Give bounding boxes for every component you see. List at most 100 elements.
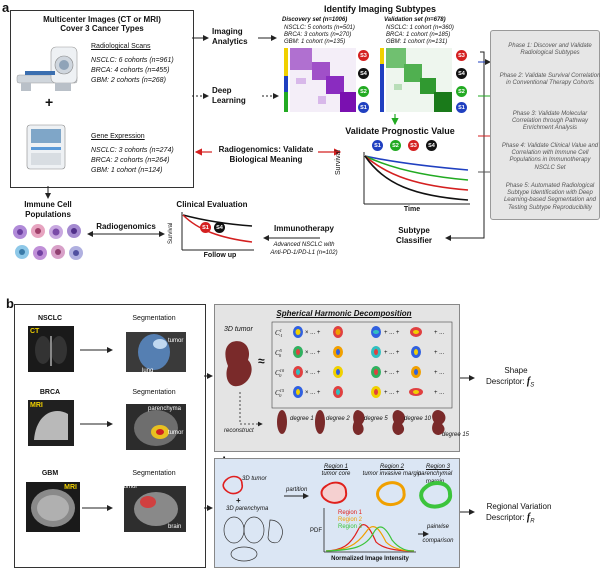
- validation-badge-s1: S1: [456, 102, 467, 113]
- validation-badge-s4: S4: [456, 68, 467, 79]
- phase-3: Phase 3: Validate Molecular Correlation …: [511, 111, 589, 132]
- phase-2: Phase 2: Validate Survival Correlation i…: [499, 73, 600, 87]
- immune-title-line2: Populations: [25, 210, 71, 219]
- row-nsclc-title: NSCLC: [37, 315, 63, 322]
- plus-sign: +: [45, 94, 54, 110]
- phase-1: Phase 1: Discover and Validate Radiologi…: [508, 43, 592, 57]
- validation-item-nsclc: NSCLC: 1 cohort (n=360): [386, 25, 454, 31]
- identify-subtypes-title: Identify Imaging Subtypes: [323, 4, 436, 14]
- imaging-analytics-label: Imaging Analytics: [212, 27, 248, 46]
- pairwise-line2: comparison: [422, 538, 454, 544]
- svg-text:C1-1: C1-1: [275, 328, 283, 338]
- discovery-badge-s2: S2: [358, 86, 369, 97]
- phases-box: Phase 1: Discover and Validate Radiologi…: [490, 30, 600, 220]
- brca-seg-title: Segmentation: [132, 389, 176, 396]
- panel-d-tumor-outline: [222, 475, 244, 495]
- svg-text:× ... +: × ... +: [305, 390, 321, 396]
- discovery-badge-s3: S3: [358, 50, 369, 61]
- gbm-label-brain: brain: [168, 524, 182, 530]
- discovery-item-brca: BRCA: 3 cohorts (n=270): [284, 32, 352, 38]
- radiogenomics-validate-line1: Radiogenomics: Validate: [218, 145, 314, 154]
- validation-badge-s3: S3: [456, 50, 467, 61]
- degree-label-5: degree 5: [364, 416, 388, 422]
- clinical-evaluation-title: Clinical Evaluation: [176, 200, 248, 209]
- discovery-item-nsclc: NSCLC: 5 cohorts (n=501): [284, 25, 355, 31]
- svg-text:× ... +: × ... +: [305, 330, 321, 336]
- svg-text:+ ...: + ...: [434, 350, 445, 356]
- immunotherapy-label: Immunotherapy: [274, 224, 335, 233]
- radiological-item-gbm: GBM: 2 cohorts (n=268): [91, 77, 166, 84]
- shape-descriptor-line1: Shape: [504, 366, 528, 375]
- shape-descriptor-prefix: Descriptor:: [486, 377, 527, 386]
- validation-title: Validation set (n=678): [384, 17, 446, 23]
- legend-region-3: Region 3: [338, 524, 363, 530]
- degree-label-15: degree 15: [442, 432, 470, 438]
- clinical-badge-s4: S4: [214, 222, 225, 233]
- svg-text:+ ... +: + ... +: [384, 370, 400, 376]
- gbm-label-tumor: tumor: [122, 484, 138, 490]
- panel-d-organ-outlines: [223, 516, 283, 562]
- radiological-heading: Radiological Scans: [91, 43, 151, 50]
- radiogenomics-validate-line2: Biological Meaning: [229, 155, 303, 164]
- validation-badge-s2: S2: [456, 86, 467, 97]
- immune-title-line1: Immune Cell: [24, 200, 72, 209]
- brca-modality: MRI: [30, 402, 43, 409]
- svg-text:× ... +: × ... +: [305, 350, 321, 356]
- gene-item-gbm: GBM: 1 cohort (n=124): [91, 167, 163, 174]
- svg-text:+ ... +: + ... +: [384, 390, 400, 396]
- survival-badge-s2: S2: [390, 140, 401, 151]
- panel-b-letter: b: [6, 296, 14, 311]
- survival-curves-plot: [363, 152, 470, 205]
- panel-a-letter: a: [2, 0, 10, 15]
- region-2-shape: [376, 481, 406, 507]
- time-axis-label: Time: [403, 206, 421, 213]
- panel-d-tumor-label: 3D tumor: [242, 476, 267, 482]
- gbm-seg-title: Segmentation: [132, 470, 176, 477]
- validate-prognostic-title: Validate Prognostic Value: [345, 126, 455, 136]
- row-gbm-title: GBM: [41, 470, 59, 477]
- panel-c-approx: ≈: [258, 354, 265, 368]
- clinical-badge-s1: S1: [200, 222, 211, 233]
- discovery-badge-s1: S1: [358, 102, 369, 113]
- discovery-badge-s4: S4: [358, 68, 369, 79]
- ct-scanner-illustration: [16, 46, 78, 91]
- shape-descriptor-subscript: S: [530, 382, 535, 389]
- nsclc-segmentation-render: [126, 332, 186, 372]
- sequencer-illustration: [26, 124, 66, 170]
- region-1-title: Region 1: [323, 464, 349, 470]
- svg-text:+ ... +: + ... +: [384, 350, 400, 356]
- region-1-subtitle: tumor core: [321, 471, 351, 477]
- gbm-segmentation-render: [124, 486, 186, 532]
- phase-5: Phase 5: Automated Radiological Subtype …: [503, 183, 597, 211]
- region-3-title: Region 3: [425, 464, 451, 470]
- svg-text:+ ...: + ...: [434, 370, 445, 376]
- input-data-box: Multicenter Images (CT or MRI) Cover 3 C…: [10, 10, 194, 188]
- brca-breast-shape: [34, 411, 68, 440]
- panel-d-plus: +: [236, 496, 241, 505]
- brca-label-parenchyma: parenchyma: [148, 406, 182, 412]
- radiological-item-brca: BRCA: 4 cohorts (n=455): [91, 67, 170, 74]
- regional-descriptor-prefix: Descriptor:: [486, 513, 527, 522]
- reconstruct-label: reconstruct: [224, 428, 254, 434]
- shape-descriptor-line2: Descriptor: fS: [486, 377, 534, 391]
- degree-label-2: degree 2: [326, 416, 350, 422]
- gene-item-nsclc: NSCLC: 3 cohorts (n=274): [91, 147, 174, 154]
- regional-descriptor-line1: Regional Variation: [486, 502, 552, 511]
- degree-label-10: degree 10: [404, 416, 432, 422]
- gbm-mri-image: MRI: [26, 482, 80, 532]
- followup-axis-label: Follow up: [203, 252, 237, 259]
- clinical-survival-plot: [181, 212, 254, 251]
- nsclc-label-tumor: tumor: [168, 338, 184, 344]
- radiogenomics-label: Radiogenomics: [96, 222, 156, 231]
- discovery-item-gbm: GBM: 1 cohort (n=135): [284, 39, 346, 45]
- svg-text:× ... +: × ... +: [305, 370, 321, 376]
- svg-text:+ ... +: + ... +: [384, 330, 400, 336]
- reconstruction-shapes: [277, 410, 446, 435]
- regional-descriptor-line2: Descriptor: fR: [486, 513, 535, 527]
- row-brca-title: BRCA: [39, 389, 61, 396]
- degree-label-1: degree 1: [290, 416, 314, 422]
